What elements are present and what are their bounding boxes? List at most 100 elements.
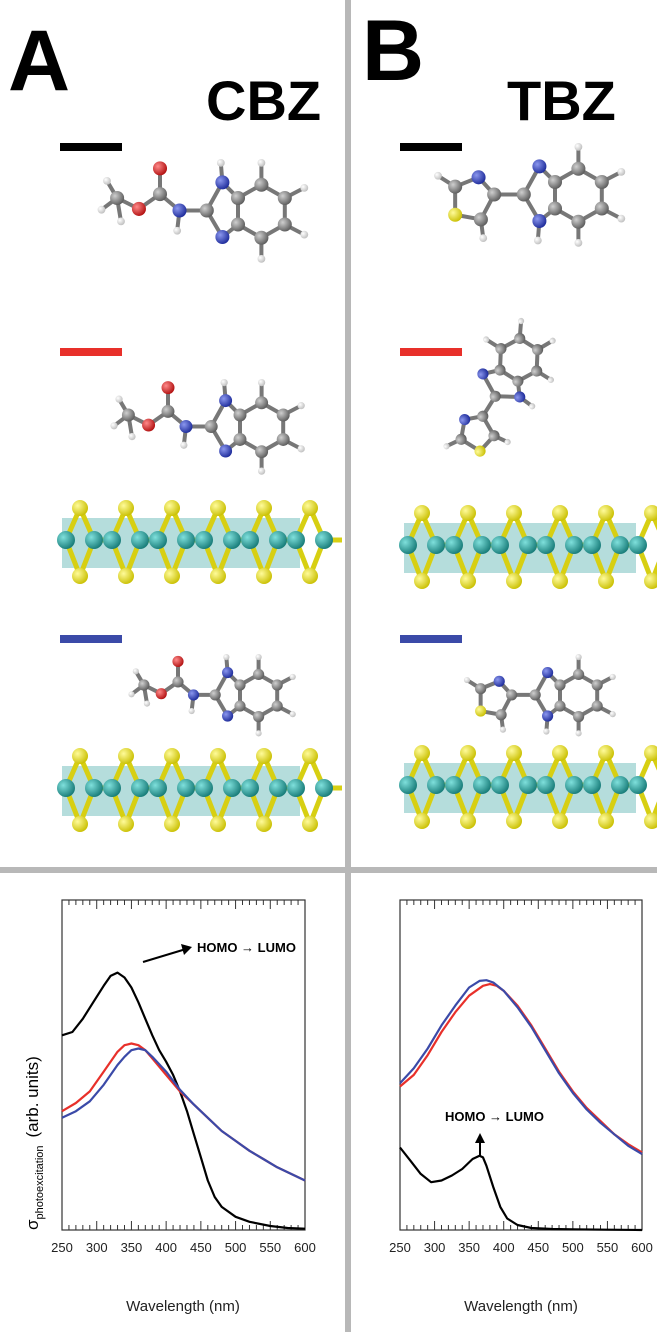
x-tick-label: 450 (527, 1240, 549, 1255)
molybdenum-atom (103, 779, 121, 797)
sulfur-atom (460, 813, 476, 829)
carbon-atom (255, 445, 269, 459)
hydrogen-atom (609, 711, 616, 718)
oxygen-atom (142, 418, 156, 432)
carbon-atom (253, 668, 265, 681)
y-axis-units: (arb. units) (23, 1056, 42, 1137)
molybdenum-atom (223, 779, 241, 797)
carbon-atom (233, 433, 247, 446)
sulfur-atom (164, 500, 180, 516)
hydrogen-atom (574, 238, 583, 247)
hydrogen-atom (128, 433, 136, 441)
molybdenum-atom (537, 536, 555, 554)
molybdenum-atom (565, 776, 583, 794)
x-tick-label: 350 (458, 1240, 480, 1255)
sulfur-atom (552, 505, 568, 521)
x-tick-label: 500 (562, 1240, 584, 1255)
molybdenum-atom (131, 779, 149, 797)
carbon-atom (591, 700, 603, 712)
sulfur-atom (448, 207, 463, 222)
molybdenum-atom (427, 776, 445, 794)
hydrogen-atom (289, 673, 296, 681)
sulfur-atom (598, 813, 614, 829)
sulfur-atom (644, 745, 657, 761)
sulfur-atom (506, 505, 522, 521)
molybdenum-atom (473, 536, 491, 554)
swatch-adsorbed-config-1 (60, 348, 122, 356)
molybdenum-atom (491, 536, 509, 554)
sulfur-atom (256, 500, 272, 516)
carbon-atom (477, 410, 489, 422)
hydrogen-atom (289, 711, 296, 718)
x-tick-label: 300 (424, 1240, 446, 1255)
carbon-atom (204, 420, 218, 433)
sulfur-atom (644, 573, 657, 589)
nitrogen-atom (215, 175, 230, 190)
carbon-atom (234, 700, 246, 712)
carbon-atom (475, 683, 487, 695)
tbz-adsorbed-molecule-1 (443, 317, 556, 457)
series-line-a-1 (61, 971, 306, 1230)
series-line-b-1 (399, 1146, 643, 1232)
sulfur-atom (164, 568, 180, 584)
sulfur-atom (598, 745, 614, 761)
carbon-atom (512, 375, 524, 387)
carbon-atom (489, 390, 501, 402)
carbon-atom (529, 689, 541, 701)
hydrogen-atom (575, 730, 582, 737)
oxygen-atom (131, 201, 146, 216)
sulfur-atom (118, 500, 134, 516)
sulfur-atom (72, 816, 88, 832)
y-axis-label: σphotoexcitation(arb. units) (23, 1056, 46, 1230)
molybdenum-atom (473, 776, 491, 794)
molybdenum-atom (269, 531, 287, 549)
sulfur-atom (414, 505, 430, 521)
molybdenum-atom (315, 779, 333, 797)
carbon-atom (230, 217, 246, 232)
hydrogen-atom (110, 422, 118, 430)
carbon-atom (554, 700, 566, 712)
carbon-atom (554, 679, 566, 691)
annotation-text-a: HOMO → LUMO (197, 940, 296, 955)
sulfur-atom (414, 813, 430, 829)
sulfur-atom (460, 505, 476, 521)
swatch-adsorbed-config-2 (60, 635, 122, 643)
molybdenum-atom (85, 779, 103, 797)
carbon-atom (571, 214, 586, 229)
sulfur-atom (460, 745, 476, 761)
carbon-atom (209, 689, 221, 701)
carbon-atom (138, 679, 150, 691)
sulfur-atom (164, 816, 180, 832)
x-axis-label-b: Wavelength (nm) (464, 1298, 578, 1315)
carbon-atom (455, 433, 467, 445)
molybdenum-atom (611, 776, 629, 794)
hydrogen-atom (297, 445, 305, 453)
molybdenum-atom (491, 776, 509, 794)
sulfur-atom (118, 748, 134, 764)
molybdenum-atom (57, 531, 75, 549)
x-tick-label: 600 (631, 1240, 653, 1255)
molybdenum-atom (519, 536, 537, 554)
hydrogen-atom (216, 159, 225, 167)
molybdenum-atom (399, 776, 417, 794)
carbon-atom (199, 203, 214, 218)
oxygen-atom (152, 161, 168, 176)
molybdenum-atom (241, 531, 259, 549)
sulfur-atom (164, 748, 180, 764)
plot-frame-b (399, 899, 643, 1231)
hydrogen-atom (117, 217, 125, 226)
molybdenum-atom (537, 776, 555, 794)
swatch-isolated-tbz (400, 143, 462, 151)
molybdenum-atom (565, 536, 583, 554)
series-a (61, 971, 306, 1230)
molecular-structures (57, 143, 657, 832)
carbon-atom (494, 364, 506, 376)
carbon-atom (277, 217, 292, 232)
x-tick-label: 450 (190, 1240, 212, 1255)
carbon-atom (276, 408, 290, 422)
panel-letter-a: A (8, 13, 70, 109)
